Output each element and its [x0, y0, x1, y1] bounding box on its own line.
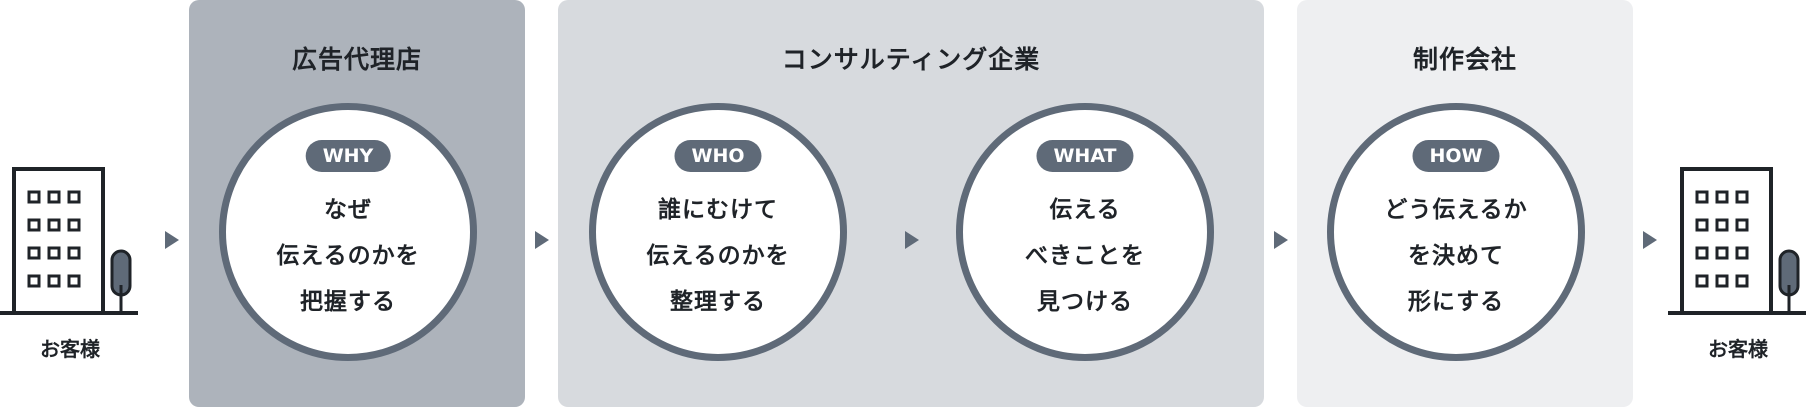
- building-icon: [0, 167, 138, 315]
- flow-arrow: [165, 231, 179, 249]
- flow-arrow: [905, 231, 919, 249]
- circle-how: HOW どう伝えるか を決めて 形にする: [1327, 103, 1585, 361]
- circle-text-line: 把握する: [300, 289, 396, 315]
- panel-title: 広告代理店: [291, 45, 422, 74]
- circle-text-line: なぜ: [324, 197, 372, 223]
- flow-arrow: [1643, 231, 1657, 249]
- customer-right: お客様: [1668, 165, 1808, 365]
- panel-production: 制作会社 HOW どう伝えるか を決めて 形にする: [1297, 0, 1633, 407]
- flow-arrow: [535, 231, 549, 249]
- building-icon: [1668, 167, 1806, 315]
- circle-why: WHY なぜ 伝えるのかを 把握する: [219, 103, 477, 361]
- circle-text-line: 見つける: [1037, 289, 1133, 315]
- circle-who: WHO 誰にむけて 伝えるのかを 整理する: [589, 103, 847, 361]
- circle-text-line: 伝える: [1049, 197, 1121, 223]
- circle-text-line: 誰にむけて: [658, 197, 778, 223]
- panel-title: コンサルティング企業: [781, 45, 1041, 74]
- circle-text-line: 整理する: [670, 289, 766, 315]
- customer-label: お客様: [40, 337, 100, 361]
- customer-label: お客様: [1708, 337, 1768, 361]
- panel-consulting: コンサルティング企業 WHO 誰にむけて 伝えるのかを 整理する WHAT 伝え…: [558, 0, 1264, 407]
- circle-text-line: 形にする: [1407, 289, 1505, 315]
- panel-title: 制作会社: [1412, 45, 1517, 74]
- circle-text-line: 伝えるのかを: [276, 243, 420, 269]
- panel-ad-agency: 広告代理店 WHY なぜ 伝えるのかを 把握する: [189, 0, 525, 407]
- customer-left: お客様: [0, 165, 140, 365]
- circle-text-line: べきことを: [1025, 243, 1145, 269]
- badge-why: WHY: [305, 140, 391, 172]
- badge-what: WHAT: [1036, 140, 1134, 172]
- circle-text-line: を決めて: [1408, 243, 1504, 269]
- flow-arrow: [1274, 231, 1288, 249]
- circle-text-line: 伝えるのかを: [646, 243, 790, 269]
- badge-who: WHO: [674, 140, 762, 172]
- circle-what: WHAT 伝える べきことを 見つける: [956, 103, 1214, 361]
- circle-text-line: どう伝えるか: [1384, 197, 1528, 223]
- badge-how: HOW: [1412, 140, 1500, 172]
